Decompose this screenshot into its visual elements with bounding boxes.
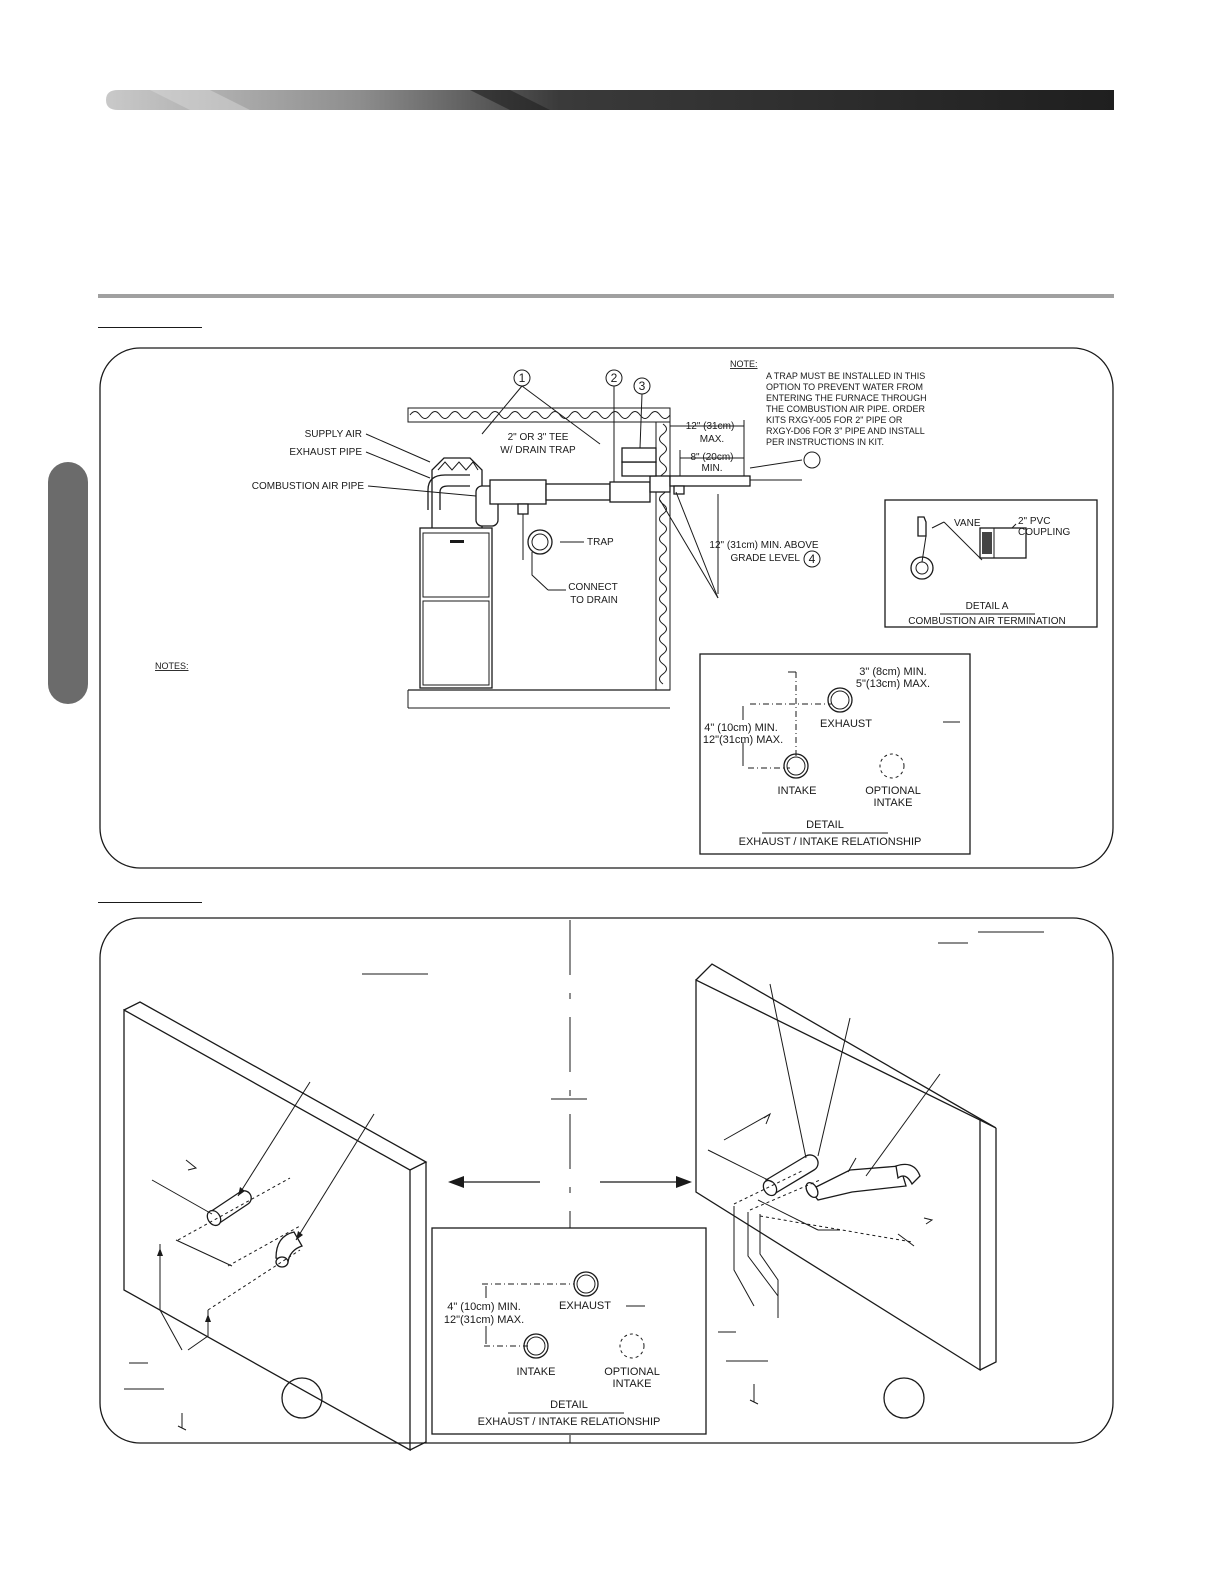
detail-a-title: DETAIL A: [966, 601, 1009, 612]
label-supply-air: SUPPLY AIR: [305, 429, 362, 440]
wall-insulation: [655, 421, 671, 691]
figure-2-heading-underline: [98, 902, 202, 903]
detail-a-subtitle: COMBUSTION AIR TERMINATION: [908, 616, 1065, 627]
tee-drop: [517, 503, 529, 515]
intake-circle-2: [523, 1333, 549, 1359]
side-tab: [48, 462, 88, 704]
label-exhaust: EXHAUST: [820, 718, 872, 730]
vane-icon: [917, 516, 927, 537]
label-spacing-4: 4" (10cm) MIN.: [704, 722, 778, 734]
label-notes-heading: NOTES:: [155, 661, 189, 671]
note-line-4: THE COMBUSTION AIR PIPE. ORDER: [766, 404, 926, 414]
note-line-1: A TRAP MUST BE INSTALLED IN THIS: [766, 371, 925, 381]
detail-relationship-box-2: 4" (10cm) MIN. 12"(31cm) MAX. EXHAUST IN…: [431, 1227, 707, 1435]
intake-circle: [783, 753, 809, 779]
note-line-7: PER INSTRUCTIONS IN KIT.: [766, 437, 884, 447]
detail-subtitle-fig2: EXHAUST / INTAKE RELATIONSHIP: [478, 1416, 661, 1428]
figure-1-frame: [99, 347, 1114, 869]
label-12-max: 12" (31cm): [686, 421, 735, 432]
arrow-right: [600, 1176, 692, 1188]
label-exhaust-fig2: EXHAUST: [559, 1300, 611, 1312]
label-pvc-coupling-line2: COUPLING: [1018, 527, 1070, 538]
label-connect-to-drain: CONNECT: [568, 582, 617, 593]
trap-icon: [527, 529, 553, 555]
label-vane: VANE: [954, 518, 981, 529]
callout-2: 2: [605, 369, 623, 387]
detail-relationship-box-1: 3" (8cm) MIN. 5"(13cm) MAX. 4" (10cm) MI…: [699, 653, 971, 855]
note-heading: NOTE:: [730, 359, 758, 369]
label-intake-fig2: INTAKE: [517, 1366, 556, 1378]
note-line-5: KITS RXGY-005 FOR 2" PIPE OR: [766, 415, 903, 425]
exhaust-circle-2: [573, 1271, 599, 1297]
optional-intake-circle-2: [619, 1333, 645, 1359]
exhaust-pipe: [427, 474, 470, 510]
figure-2-frame: [99, 917, 1114, 1444]
label-spacing-4-fig2-line2: 12"(31cm) MAX.: [444, 1314, 524, 1326]
detail-a-box: VANE 2" PVC COUPLING DETAIL A COMBUSTION…: [884, 499, 1098, 628]
right-exhaust-pipe: [762, 1154, 819, 1197]
right-intake-pipe-assembly: [805, 1157, 921, 1201]
callout-4: 4: [803, 550, 821, 568]
note-line-3: ENTERING THE FURNACE THROUGH: [766, 393, 927, 403]
label-trap: TRAP: [587, 537, 614, 548]
label-grade-level: 12" (31cm) MIN. ABOVE: [709, 540, 818, 551]
svg-text:1: 1: [519, 371, 526, 385]
svg-text:4: 4: [809, 552, 816, 566]
label-spacing-4-fig2: 4" (10cm) MIN.: [447, 1301, 521, 1313]
label-pvc-coupling: 2" PVC: [1018, 516, 1050, 527]
label-spacing-3: 3" (8cm) MIN.: [859, 666, 926, 678]
detail-title: DETAIL: [806, 819, 844, 831]
exhaust-circle: [827, 687, 853, 713]
optional-intake-circle: [879, 753, 905, 779]
pvc-coupling-icon: [979, 527, 1027, 559]
section-rule: [98, 294, 1114, 298]
trap-note: NOTE: A TRAP MUST BE INSTALLED IN THIS O…: [730, 359, 927, 447]
callout-1: 1: [513, 369, 531, 387]
label-12-max-line2: MAX.: [700, 434, 724, 445]
svg-text:3: 3: [639, 379, 646, 393]
right-callout-circle: [883, 1377, 925, 1419]
left-callout-circle: [281, 1377, 323, 1419]
note-line-6: RXGY-D06 FOR 3" PIPE AND INSTALL: [766, 426, 925, 436]
svg-text:2: 2: [611, 371, 618, 385]
label-intake: INTAKE: [778, 785, 817, 797]
detail-title-fig2: DETAIL: [550, 1399, 588, 1411]
label-exhaust-pipe: EXHAUST PIPE: [289, 447, 362, 458]
detail-subtitle: EXHAUST / INTAKE RELATIONSHIP: [739, 836, 922, 848]
left-wall-isometric: [123, 1001, 428, 1452]
horizontal-vent-pipe: [475, 447, 751, 527]
label-connect-line2: TO DRAIN: [570, 595, 618, 606]
label-optional-intake-fig2: OPTIONAL: [604, 1366, 660, 1378]
right-wall-isometric: [695, 963, 997, 1372]
label-optional-intake-line2: INTAKE: [874, 797, 913, 809]
callout-3: 3: [633, 377, 651, 395]
left-exhaust-pipe: [206, 1190, 252, 1227]
header-banner: [106, 90, 1114, 110]
label-optional-intake: OPTIONAL: [865, 785, 921, 797]
label-tee-line2: W/ DRAIN TRAP: [500, 445, 576, 456]
label-8-min: 8" (20cm): [690, 452, 733, 463]
callout-detail-a: [803, 451, 821, 469]
label-optional-intake-fig2-line2: INTAKE: [613, 1378, 652, 1390]
label-spacing-4-line2: 12"(31cm) MAX.: [703, 734, 783, 746]
note-line-2: OPTION TO PREVENT WATER FROM: [766, 382, 923, 392]
label-grade-level-line2: GRADE LEVEL: [731, 553, 801, 564]
drain-line: [531, 552, 549, 591]
figure-1-heading-underline: [98, 327, 202, 328]
furnace-cabinet: [419, 527, 493, 689]
label-tee: 2" OR 3" TEE: [508, 432, 569, 443]
arrow-left: [448, 1176, 540, 1188]
label-combustion-air-pipe: COMBUSTION AIR PIPE: [252, 481, 365, 492]
label-8-min-line2: MIN.: [701, 463, 722, 474]
label-spacing-3-line2: 5"(13cm) MAX.: [856, 678, 930, 690]
roof-insulation: [407, 407, 671, 423]
